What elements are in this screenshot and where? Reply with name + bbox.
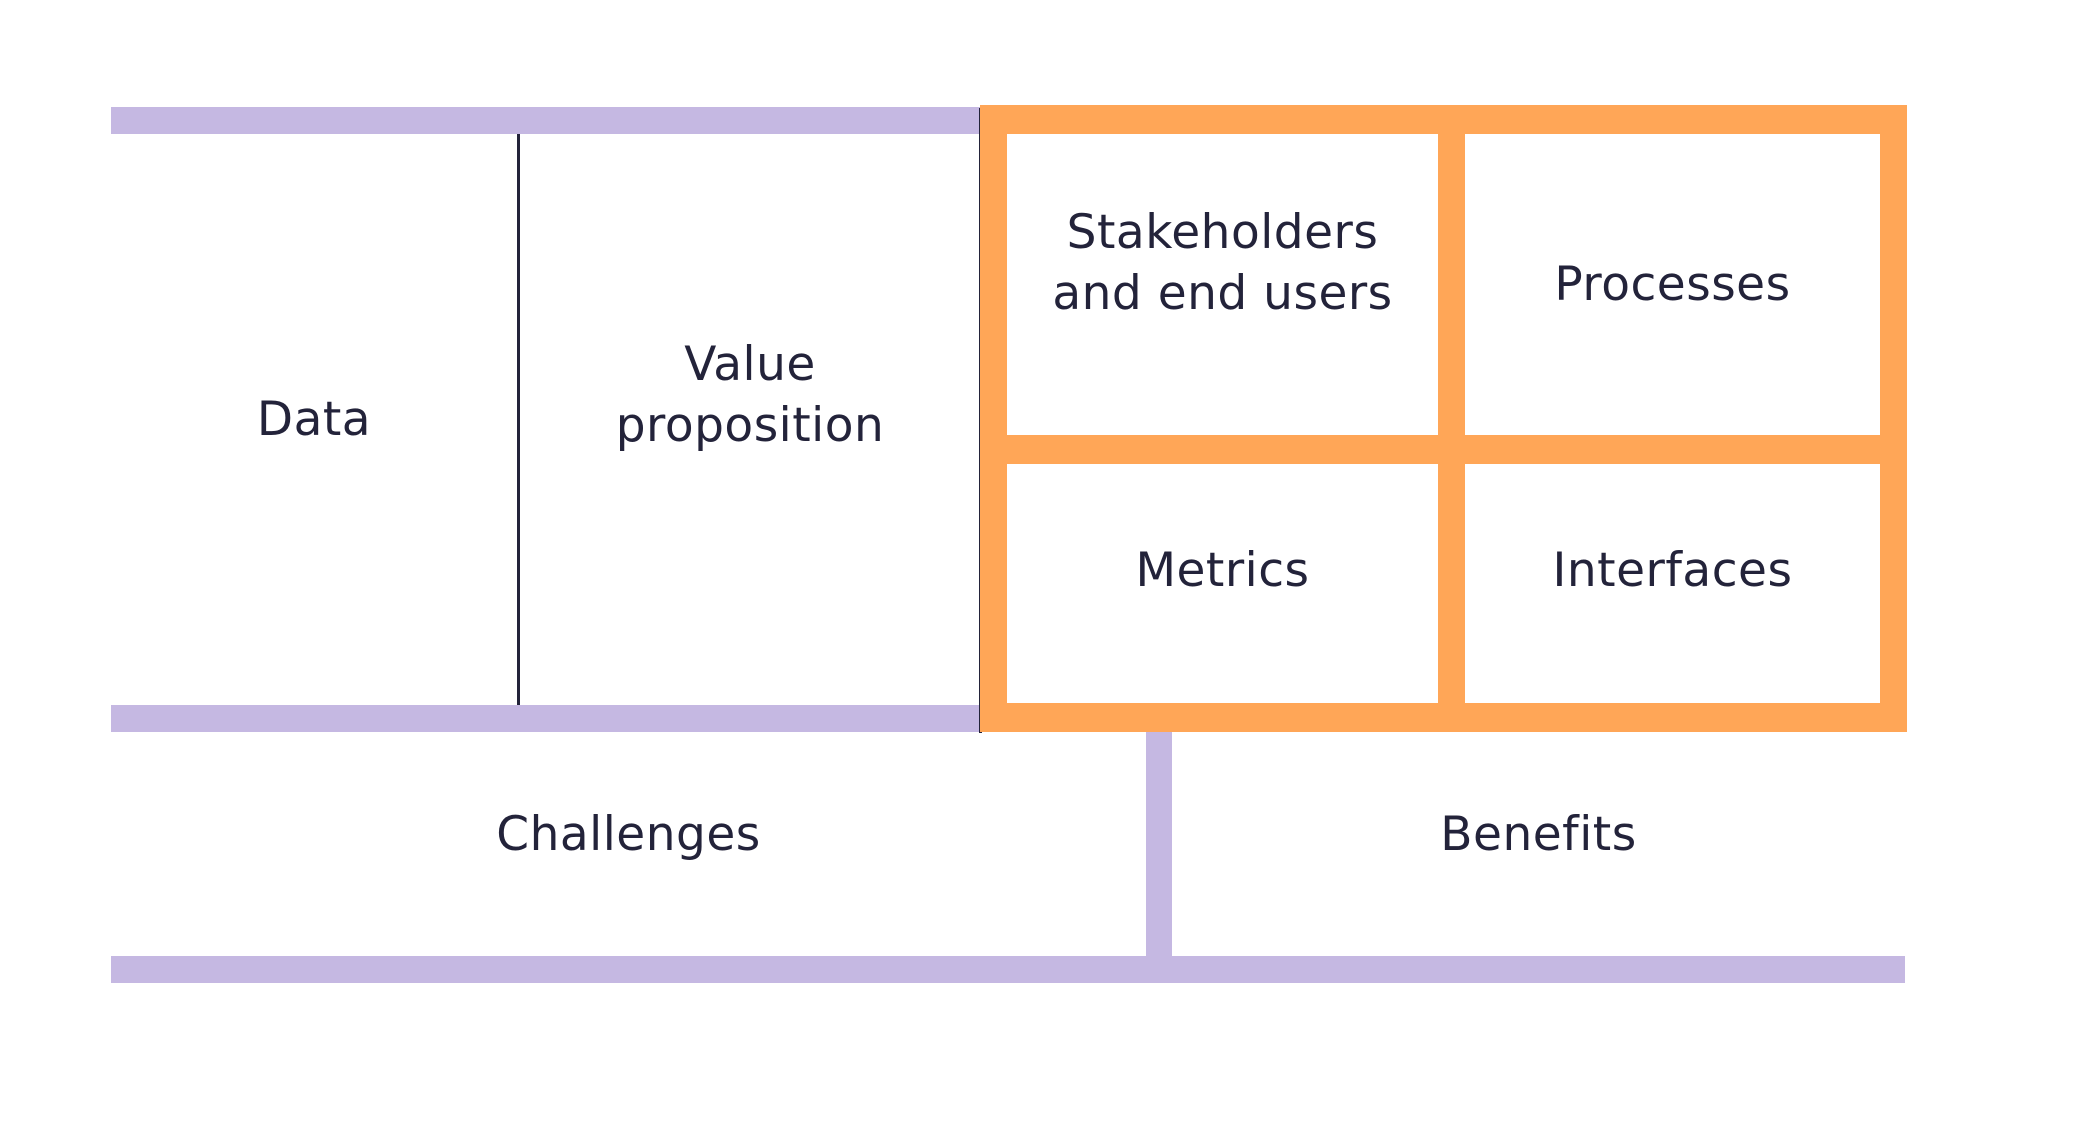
divider-data-value — [517, 134, 520, 705]
bottom-divider — [1146, 732, 1172, 962]
cell-data-label: Data — [256, 392, 372, 447]
orange-grid-left — [980, 105, 1007, 732]
bottom-bar — [111, 956, 1905, 983]
orange-grid-center-horizontal — [980, 435, 1907, 464]
orange-grid-center-vertical — [1438, 105, 1465, 732]
cell-processes: Processes — [1465, 134, 1880, 435]
cell-value-proposition-label: Value proposition — [615, 336, 885, 453]
orange-grid-right — [1880, 105, 1907, 732]
cell-challenges-label: Challenges — [496, 806, 761, 862]
cell-interfaces-label: Interfaces — [1552, 543, 1793, 598]
cell-metrics-label: Metrics — [1135, 543, 1310, 598]
top-bar — [111, 107, 983, 134]
cell-stakeholders-label: Stakeholders and end users — [1052, 204, 1393, 321]
cell-interfaces: Interfaces — [1465, 451, 1880, 690]
cell-benefits: Benefits — [1172, 722, 1905, 946]
cell-data: Data — [111, 134, 517, 705]
cell-metrics: Metrics — [1007, 451, 1438, 690]
cell-processes-label: Processes — [1554, 257, 1791, 312]
middle-bar — [111, 705, 983, 732]
cell-stakeholders: Stakeholders and end users — [1007, 112, 1438, 413]
cell-value-proposition: Value proposition — [600, 109, 900, 680]
cell-challenges: Challenges — [111, 722, 1146, 946]
cell-benefits-label: Benefits — [1440, 806, 1637, 862]
